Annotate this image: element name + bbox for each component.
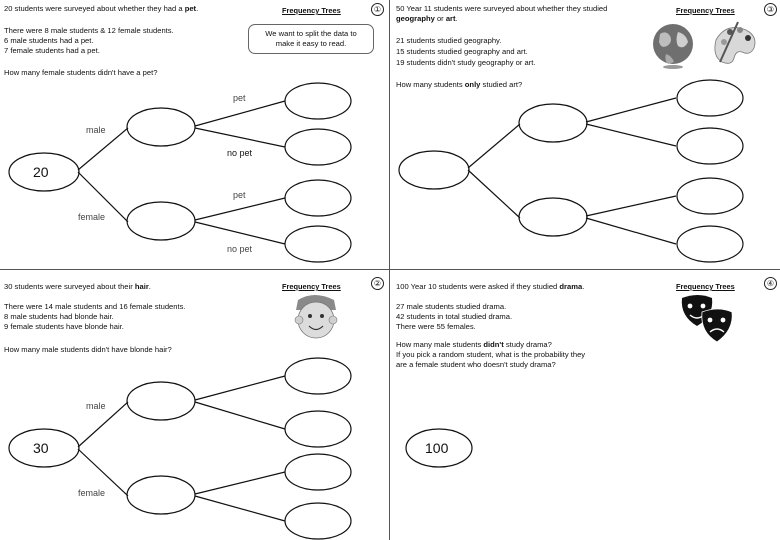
question-2-title: 30 students were surveyed about their ha… xyxy=(4,282,151,291)
question-text: How many male students didn't study dram… xyxy=(396,340,552,349)
leaf-oval xyxy=(676,79,744,117)
question-3-title-cont: geography or art. xyxy=(396,14,458,23)
tip-callout: We want to split the data to make it eas… xyxy=(248,24,374,54)
fact-line: 6 male students had a pet. xyxy=(4,36,94,45)
fact-line: 15 students studied geography and art. xyxy=(396,47,528,56)
leaf-oval xyxy=(676,127,744,165)
question-1-panel: 20 students were surveyed about whether … xyxy=(0,0,390,270)
branch-label-male: male xyxy=(86,125,106,135)
root-oval xyxy=(8,428,80,468)
question-number: ① xyxy=(371,3,384,16)
root-oval xyxy=(398,150,470,190)
root-value: 30 xyxy=(33,440,49,456)
heading: Frequency Trees xyxy=(282,282,341,291)
question-4-panel: 100 Year 10 students were asked if they … xyxy=(390,270,780,540)
fact-line: 9 female students have blonde hair. xyxy=(4,322,124,331)
question-text: How many female students didn't have a p… xyxy=(4,68,158,77)
frequency-tree-4 xyxy=(405,295,733,468)
question-2-panel: 30 students were surveyed about their ha… xyxy=(0,270,390,540)
question-number: ④ xyxy=(764,277,777,290)
cartoon-face-icon xyxy=(294,295,338,339)
fact-line: 19 students didn't study geography or ar… xyxy=(396,58,536,67)
question-text: How many male students didn't have blond… xyxy=(4,345,172,354)
leaf-label-pet: pet xyxy=(233,190,246,200)
female-no-pet-oval xyxy=(284,225,352,263)
fact-line: 7 female students had a pet. xyxy=(4,46,100,55)
question-3-panel: 50 Year 11 students were surveyed about … xyxy=(390,0,780,270)
male-no-pet-oval xyxy=(284,128,352,166)
heading: Frequency Trees xyxy=(282,6,341,15)
fact-line: 8 male students had blonde hair. xyxy=(4,312,114,321)
fact-line: 42 students in total studied drama. xyxy=(396,312,513,321)
branch-label-male: male xyxy=(86,401,106,411)
male-oval xyxy=(126,381,196,421)
male-pet-oval xyxy=(284,82,352,120)
root-value: 20 xyxy=(33,164,49,180)
fact-line: There were 8 male students & 12 female s… xyxy=(4,26,174,35)
root-oval xyxy=(8,152,80,192)
question-4-title: 100 Year 10 students were asked if they … xyxy=(396,282,585,291)
leaf-oval xyxy=(284,357,352,395)
paint-palette-icon xyxy=(714,21,756,64)
leaf-label-no-pet: no pet xyxy=(227,148,253,158)
leaf-oval xyxy=(284,502,352,540)
frequency-tree-1 xyxy=(8,82,352,263)
question-text: If you pick a random student, what is th… xyxy=(396,350,586,359)
question-number: ② xyxy=(371,277,384,290)
female-pet-oval xyxy=(284,179,352,217)
leaf-oval xyxy=(284,453,352,491)
frequency-tree-2 xyxy=(8,295,352,540)
vertical-divider xyxy=(389,0,390,540)
branch-oval xyxy=(518,103,588,143)
horizontal-divider xyxy=(0,269,780,270)
question-text: are a female student who doesn't study d… xyxy=(396,360,556,369)
fact-line: 27 male students studied drama. xyxy=(396,302,507,311)
frequency-tree-3 xyxy=(398,21,756,263)
question-3-title: 50 Year 11 students were surveyed about … xyxy=(396,4,608,13)
question-text: How many students only studied art? xyxy=(396,80,523,89)
branch-label-female: female xyxy=(78,212,106,222)
leaf-label-no-pet: no pet xyxy=(227,244,253,254)
drama-masks-icon xyxy=(681,295,733,343)
leaf-oval xyxy=(284,410,352,448)
fact-line: 21 students studied geography. xyxy=(396,36,502,45)
leaf-label-pet: pet xyxy=(233,93,246,103)
female-oval xyxy=(126,201,196,241)
heading: Frequency Trees xyxy=(676,6,735,15)
question-1-title: 20 students were surveyed about whether … xyxy=(4,4,199,13)
branch-oval xyxy=(518,197,588,237)
leaf-oval xyxy=(676,177,744,215)
question-number: ③ xyxy=(764,3,777,16)
leaf-oval xyxy=(676,225,744,263)
female-oval xyxy=(126,475,196,515)
fact-line: There were 55 females. xyxy=(396,322,476,331)
root-oval xyxy=(405,428,473,468)
fact-line: There were 14 male students and 16 femal… xyxy=(4,302,186,311)
male-oval xyxy=(126,107,196,147)
branch-label-female: female xyxy=(78,488,106,498)
heading: Frequency Trees xyxy=(676,282,735,291)
globe-icon xyxy=(653,24,693,69)
root-value: 100 xyxy=(425,440,449,456)
